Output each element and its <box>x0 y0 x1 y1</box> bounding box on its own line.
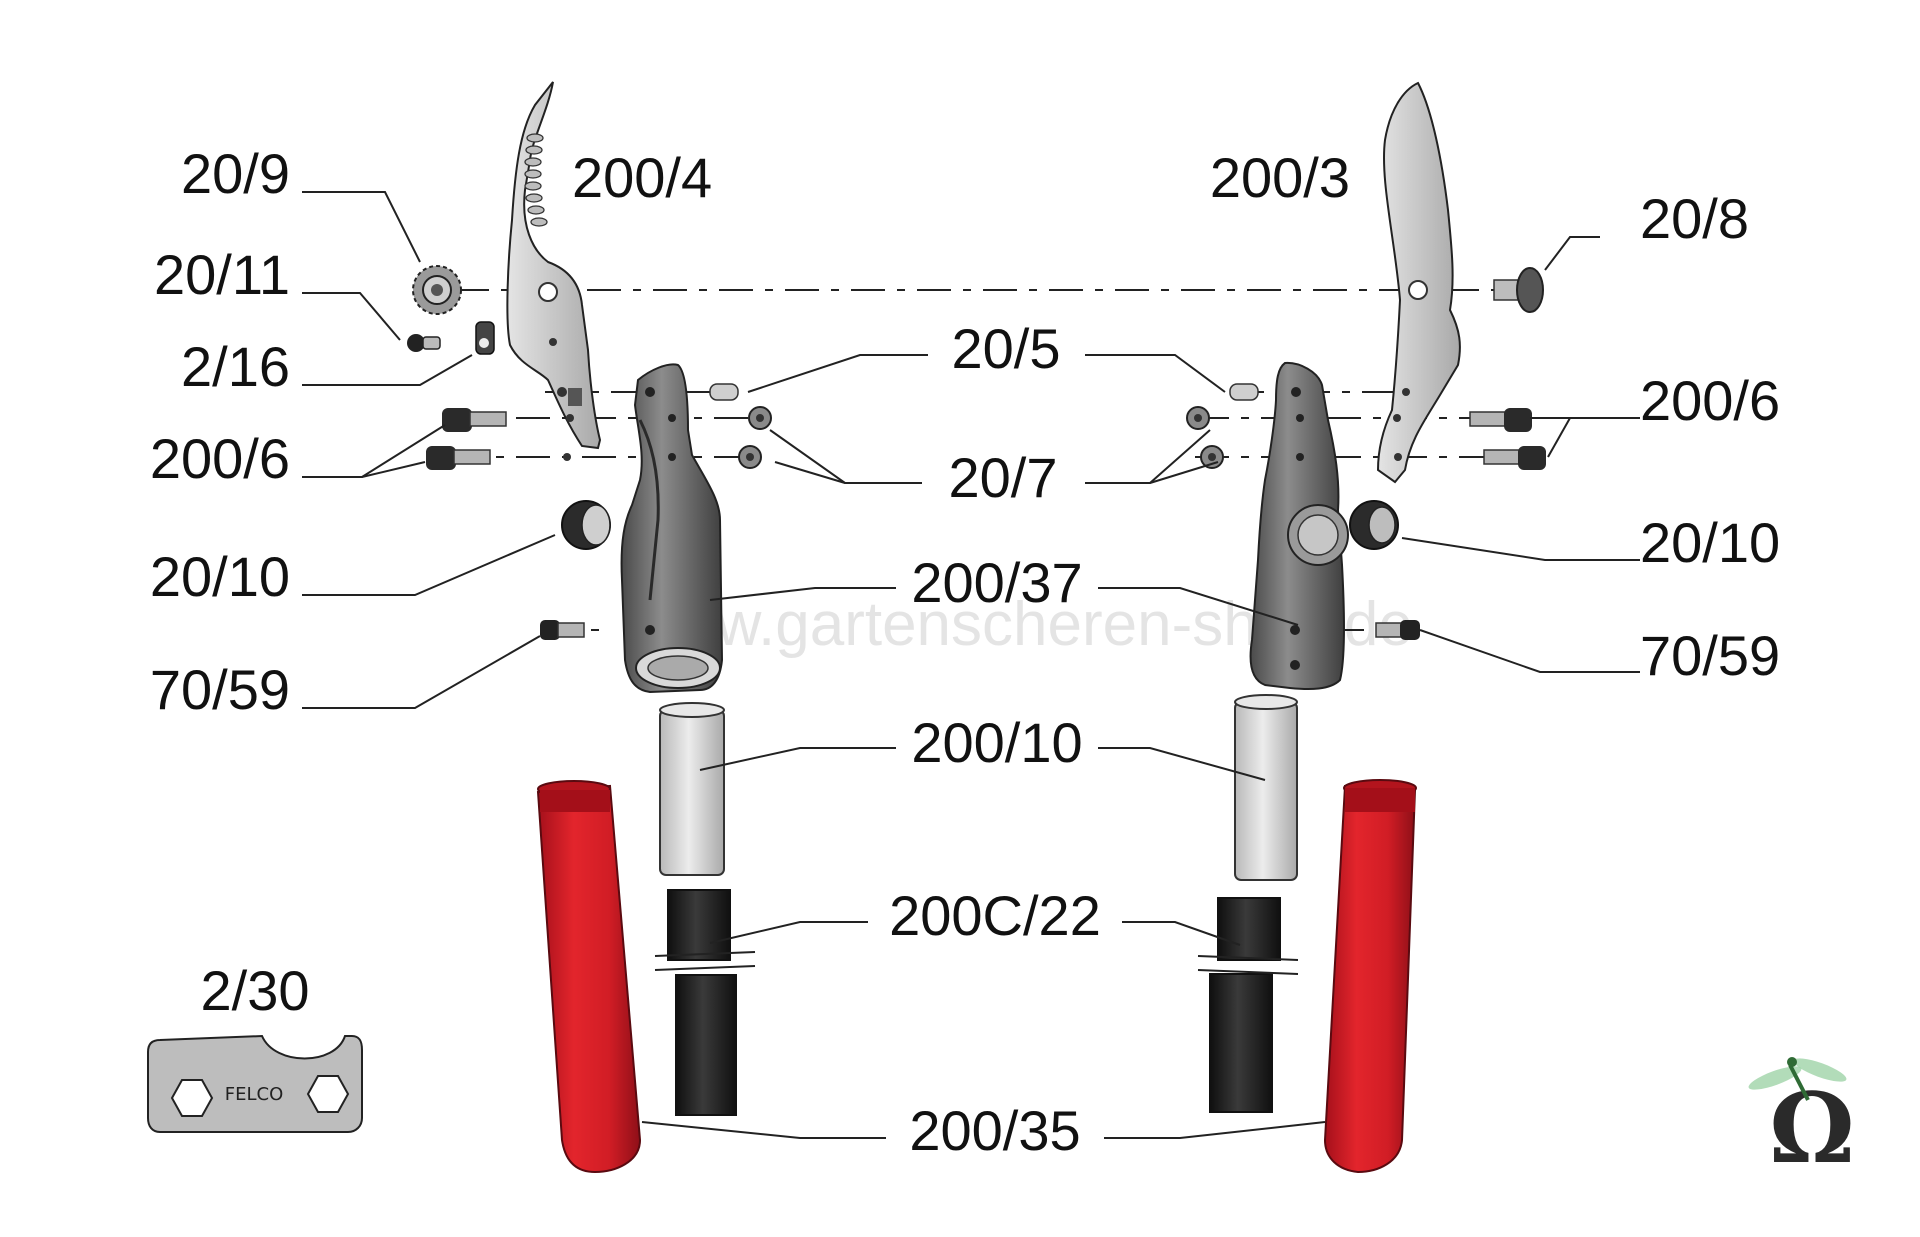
label-2-16: 2/16 <box>181 335 290 398</box>
tube-200-10-right <box>1234 694 1298 881</box>
bolt-200-6-left-1 <box>442 408 507 432</box>
dragonfly-omega-logo: Ω <box>1748 1057 1855 1185</box>
label-20-10-right: 20/10 <box>1640 511 1780 574</box>
label-20-10-left: 20/10 <box>150 545 290 608</box>
grip-200c-22-left <box>654 889 756 1116</box>
bolt-200-6-right-1 <box>1469 408 1532 432</box>
label-200-6-right: 200/6 <box>1640 369 1780 432</box>
right-handle-head-200-37 <box>1249 361 1349 690</box>
sprocket-nut-20-9 <box>412 265 462 315</box>
pin-20-5-right <box>1229 383 1259 401</box>
bolt-200-6-left-2 <box>426 446 491 470</box>
cutting-blade-200-3 <box>1376 81 1461 484</box>
label-200c-22: 200C/22 <box>889 884 1101 947</box>
screw-20-11 <box>407 334 441 352</box>
label-200-10: 200/10 <box>911 711 1082 774</box>
label-200-6-left: 200/6 <box>150 427 290 490</box>
bolt-200-6-right-2 <box>1483 446 1546 470</box>
label-200-4: 200/4 <box>572 146 712 209</box>
screw-70-59-left <box>540 620 585 640</box>
label-20-5: 20/5 <box>952 317 1061 380</box>
label-20-9: 20/9 <box>181 142 290 205</box>
anvil-blade-200-4 <box>506 81 602 461</box>
bushing-20-10-right <box>1349 500 1399 550</box>
nut-20-7-right-1 <box>1186 406 1210 430</box>
nut-20-7-left-1 <box>748 406 772 430</box>
label-20-7: 20/7 <box>949 446 1058 509</box>
label-70-59-left: 70/59 <box>150 658 290 721</box>
bushing-20-10-left <box>561 500 611 550</box>
label-2-30: 2/30 <box>201 959 310 1022</box>
label-200-37: 200/37 <box>911 551 1082 614</box>
red-handle-200-35-left <box>536 780 642 1174</box>
spring-clip-2-16 <box>475 321 495 355</box>
omega-symbol: Ω <box>1769 1072 1854 1185</box>
wrench-felco-text: FELCO <box>225 1084 284 1105</box>
wrench-2-30: FELCO <box>147 1034 363 1133</box>
leader-lines <box>302 191 1640 1139</box>
grip-200c-22-right <box>1197 897 1299 1113</box>
bolt-20-8 <box>1493 267 1544 313</box>
label-20-11: 20/11 <box>154 243 290 306</box>
label-20-8: 20/8 <box>1640 187 1749 250</box>
screw-70-59-right <box>1375 620 1420 640</box>
label-200-3: 200/3 <box>1210 146 1350 209</box>
label-200-35: 200/35 <box>909 1099 1080 1162</box>
pin-20-5-left <box>709 383 739 401</box>
left-handle-head-200-37 <box>620 363 724 694</box>
tube-200-10-left <box>659 702 725 876</box>
nut-20-7-left-2 <box>738 445 762 469</box>
red-handle-200-35-right <box>1323 779 1417 1174</box>
label-70-59-right: 70/59 <box>1640 624 1780 687</box>
